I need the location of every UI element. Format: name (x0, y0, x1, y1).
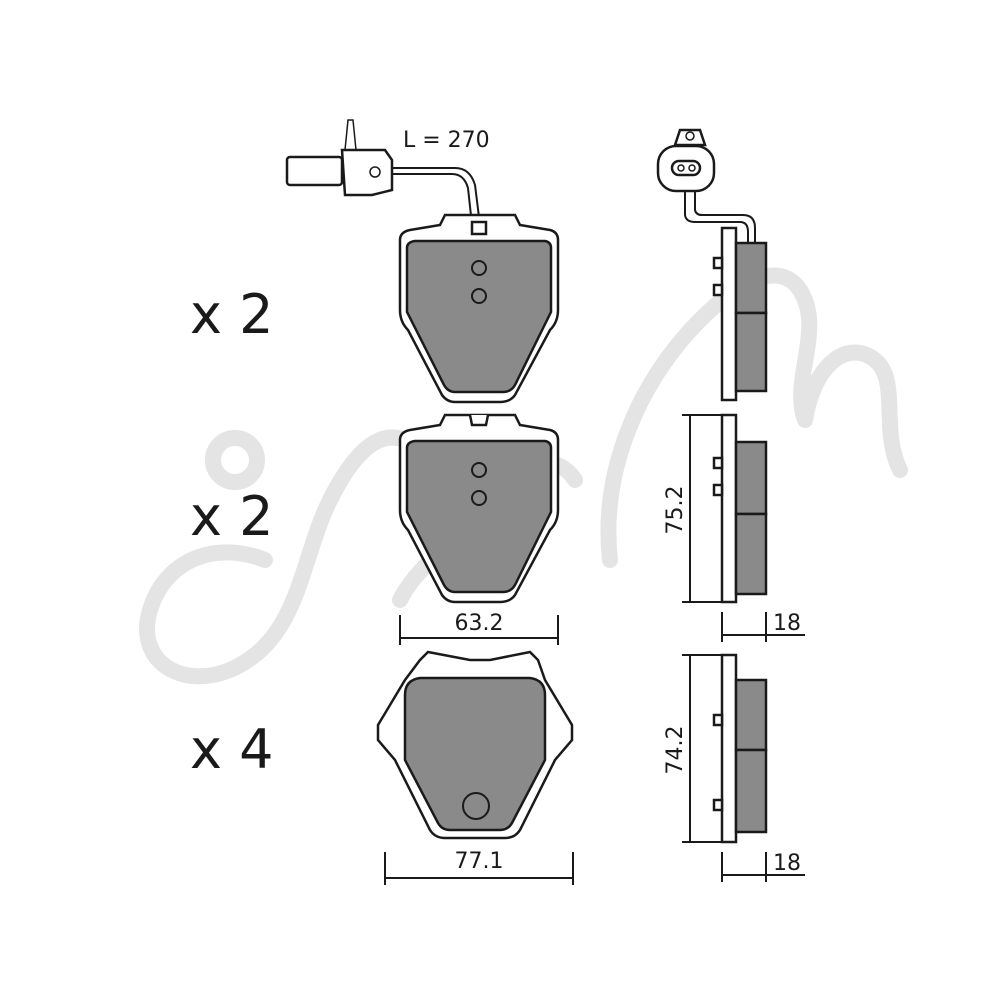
dimension-width-top (399, 615, 559, 645)
middle-brake-pad-side (712, 413, 768, 604)
connector-body (285, 155, 344, 187)
height-label-bottom: 74.2 (663, 726, 688, 775)
width-label-bottom: 77.1 (455, 849, 504, 874)
width-label-top: 63.2 (455, 611, 504, 636)
height-label-middle: 75.2 (663, 486, 688, 535)
dimension-height-bottom (682, 654, 722, 843)
connector-housing (340, 148, 394, 197)
quantity-label-bottom: x 4 (190, 718, 273, 781)
bottom-brake-pad-front (376, 650, 574, 840)
dimension-height-middle (682, 414, 722, 603)
dimension-width-bottom (384, 852, 574, 885)
quantity-label-top: x 2 (190, 283, 273, 346)
bottom-brake-pad-side (712, 653, 768, 844)
dimension-thickness-bottom (721, 852, 805, 882)
wear-sensor-front (285, 119, 481, 226)
top-brake-pad-side (712, 226, 768, 402)
dimension-thickness-middle (721, 612, 805, 642)
top-brake-pad-front (398, 213, 560, 404)
thickness-label-middle: 18 (773, 611, 801, 636)
thickness-label-bottom: 18 (773, 851, 801, 876)
middle-brake-pad-front (398, 413, 560, 604)
wear-sensor-side (656, 128, 756, 243)
sensor-length-label: L = 270 (403, 128, 490, 153)
quantity-label-middle: x 2 (190, 485, 273, 548)
